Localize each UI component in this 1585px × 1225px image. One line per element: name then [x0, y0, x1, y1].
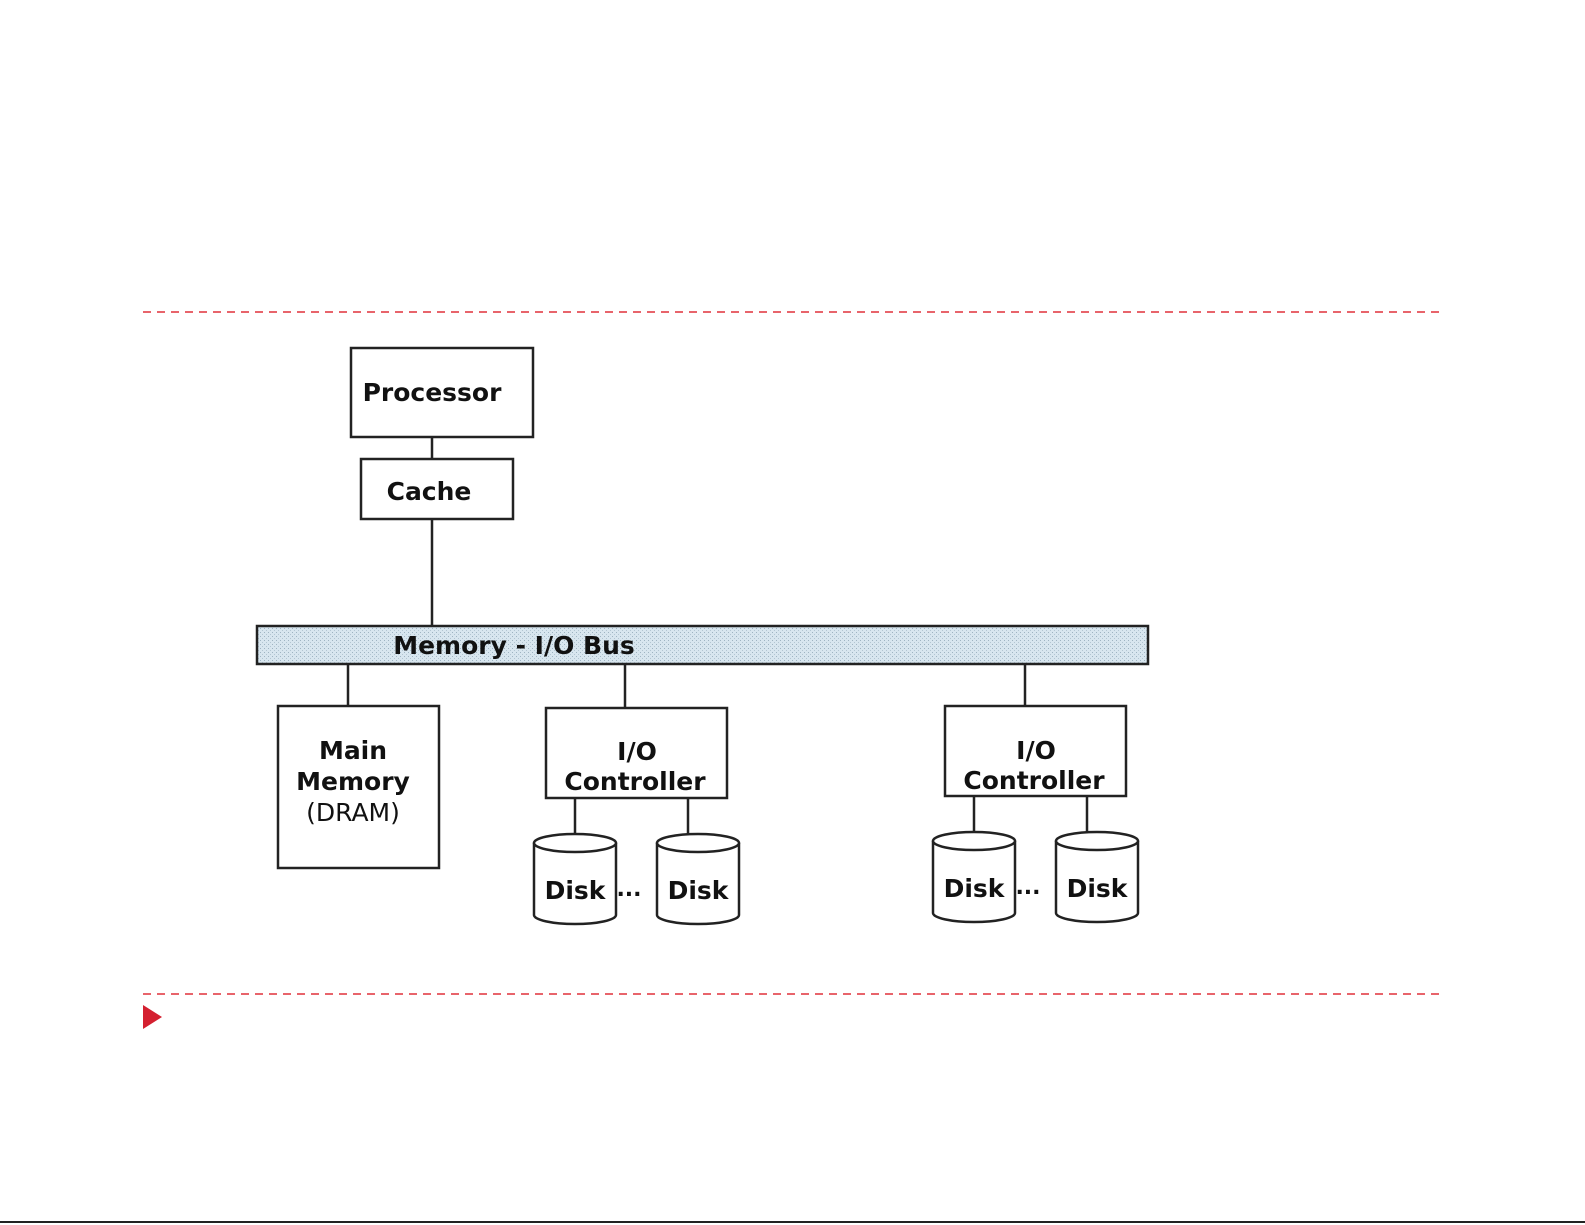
processor-label: Processor — [363, 378, 503, 407]
main-memory-line2: Memory — [296, 767, 410, 796]
disk-cylinder: Disk — [933, 832, 1015, 922]
disk-label: Disk — [545, 876, 607, 905]
disk-ellipsis: ... — [616, 877, 641, 902]
io-controller-1: I/O Controller — [546, 708, 727, 798]
disk-label: Disk — [668, 876, 730, 905]
disk-label: Disk — [944, 874, 1006, 903]
io-controller-2-line1: I/O — [1016, 736, 1056, 765]
disk-label: Disk — [1067, 874, 1129, 903]
cache-box: Cache — [361, 459, 513, 519]
disk-cylinder: Disk — [657, 834, 739, 924]
io-controller-1-line1: I/O — [617, 737, 657, 766]
memory-io-bus: Memory - I/O Bus — [257, 626, 1148, 664]
disk-cylinder: Disk — [1056, 832, 1138, 922]
io-controller-2-line2: Controller — [963, 766, 1105, 795]
main-memory-box: Main Memory (DRAM) — [278, 706, 439, 868]
cache-label: Cache — [387, 477, 472, 506]
bus-label: Memory - I/O Bus — [393, 631, 635, 660]
processor-box: Processor — [351, 348, 533, 437]
disk-ellipsis: ... — [1015, 875, 1040, 900]
io-controller-1-line2: Controller — [564, 767, 706, 796]
io-controller-2: I/O Controller — [945, 706, 1126, 796]
disk-cylinder: Disk — [534, 834, 616, 924]
main-memory-line1: Main — [319, 736, 387, 765]
triangle-bullet-icon — [143, 1005, 162, 1029]
main-memory-line3: (DRAM) — [306, 798, 400, 827]
